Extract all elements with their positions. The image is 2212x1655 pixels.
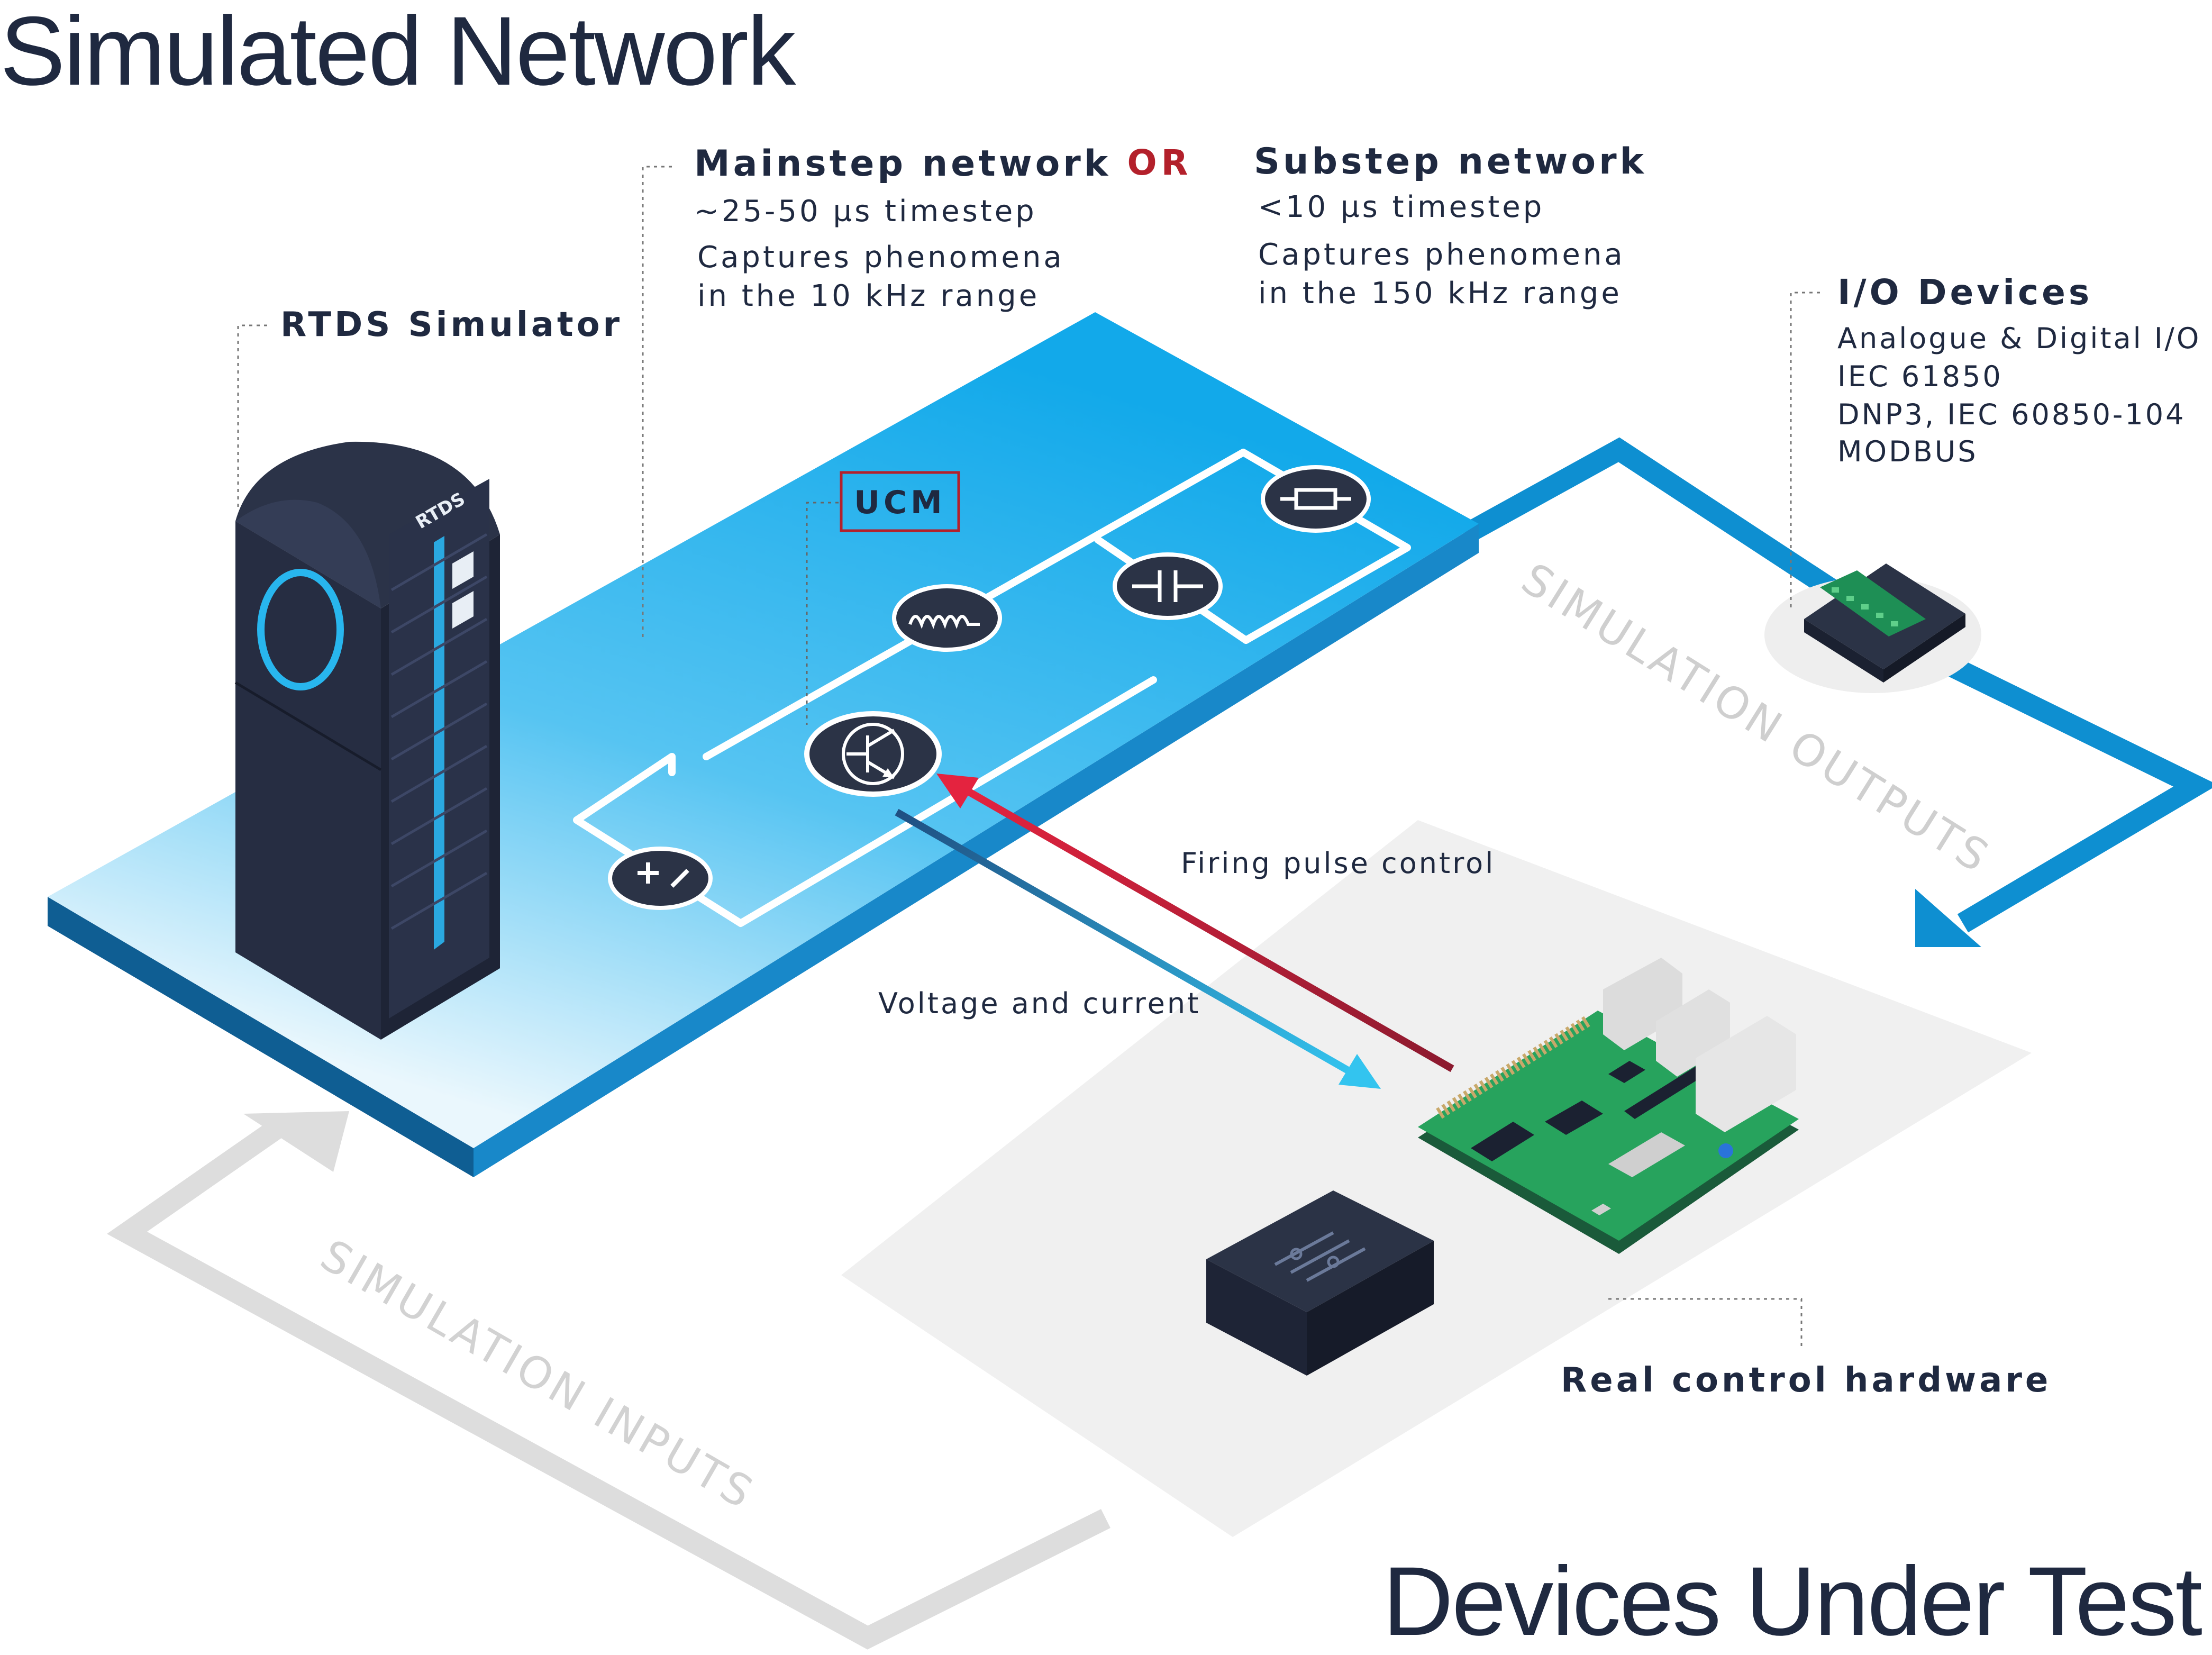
raspberry-pi-board-icon [1418, 958, 1799, 1254]
io-devices-title: I/O Devices [1837, 272, 2092, 313]
capacitor-icon [1113, 552, 1223, 620]
io-line-2: IEC 61850 [1837, 360, 2003, 393]
mainstep-timestep: ~25-50 µs timestep [694, 194, 1037, 229]
substep-timestep: <10 µs timestep [1258, 190, 1544, 224]
rtds-rack-icon: RTDS [234, 441, 500, 1040]
io-devices-text: I/O Devices Analogue & Digital I/O IEC 6… [1837, 272, 2201, 468]
firing-pulse-label: Firing pulse control [1181, 847, 1495, 880]
substep-title: Substep network [1254, 141, 1647, 183]
io-device-icon [1764, 563, 1981, 693]
io-line-3: DNP3, IEC 60850-104 [1837, 398, 2186, 431]
ucm-label: UCM [854, 484, 945, 521]
mainstep-captures-line1: Captures phenomena [697, 240, 1064, 275]
or-label: OR [1127, 142, 1193, 183]
voltage-current-arrow [895, 808, 1381, 1089]
firing-pulse-arrow [936, 774, 1454, 1072]
devices-pad [841, 820, 2032, 1537]
ucm-callout: UCM [806, 471, 960, 725]
simulation-inputs-arrow [107, 1111, 1110, 1650]
inductor-icon [892, 584, 1002, 652]
rack-ring [257, 569, 344, 690]
substep-network-text: Substep network <10 µs timestep Captures… [1254, 141, 1647, 311]
io-line-1: Analogue & Digital I/O [1837, 322, 2201, 355]
simulated-network-title: Simulated Network [0, 0, 796, 106]
mainstep-title: Mainstep network [694, 143, 1111, 185]
leader-lines [237, 166, 1820, 1347]
control-box-icon [1206, 1190, 1434, 1376]
voltage-current-label: Voltage and current [878, 987, 1200, 1020]
real-control-hardware-label: Real control hardware [1561, 1361, 2051, 1400]
substep-captures-line2: in the 150 kHz range [1258, 276, 1622, 311]
mainstep-captures-line2: in the 10 kHz range [697, 279, 1040, 313]
substep-captures-line1: Captures phenomena [1258, 238, 1625, 272]
simulation-outputs-arrow [1460, 437, 2212, 947]
io-line-4: MODBUS [1837, 435, 1978, 468]
devices-under-test-title: Devices Under Test [1382, 1547, 2202, 1655]
resistor-icon [1261, 465, 1371, 533]
rtds-simulator-label: RTDS Simulator [280, 305, 623, 344]
voltage-source-icon [608, 847, 713, 910]
mainstep-network-text: Mainstep network ~25-50 µs timestep Capt… [694, 143, 1111, 313]
transistor-icon [804, 711, 942, 797]
